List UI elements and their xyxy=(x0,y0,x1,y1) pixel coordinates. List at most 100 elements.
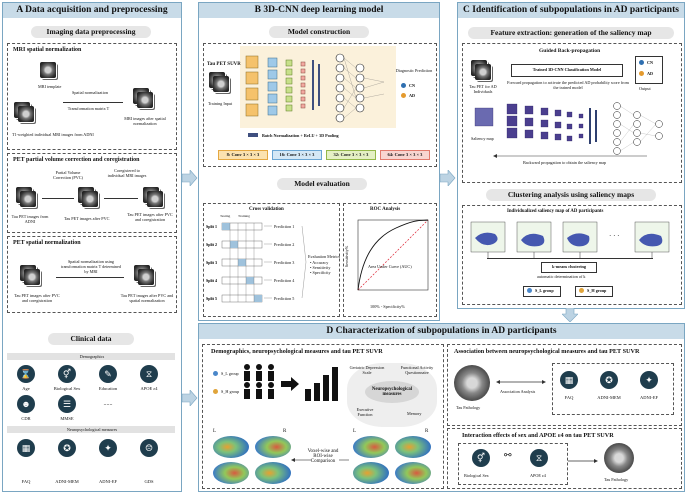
out-ad-dot xyxy=(639,71,644,76)
mmse-label: MMSE xyxy=(60,416,74,421)
panel-d-title: D Characterization of subpopulations in … xyxy=(199,324,684,339)
petsn-out-image-2 xyxy=(138,269,154,285)
pvc-arrow-2 xyxy=(104,198,138,199)
svg-text:Split 5: Split 5 xyxy=(206,296,217,301)
inter-arrow xyxy=(568,459,598,463)
assoc-section: Association between neuropsychological m… xyxy=(447,344,682,426)
spatial-norm-label: Spatial normalization xyxy=(72,90,108,95)
d-mem-icon: ✪ xyxy=(600,371,618,389)
legend-label: Batch Normalization + ReLU + 3D Pooling xyxy=(262,133,339,138)
measures-box xyxy=(552,363,674,415)
age-label: Age xyxy=(22,386,30,391)
panel-b-title: B 3D-CNN deep learning model xyxy=(199,3,439,18)
tau-brain-img-2 xyxy=(604,443,634,473)
roc-plot xyxy=(357,219,429,291)
input-image-2 xyxy=(213,76,229,92)
training-input-label: Training Input xyxy=(208,101,233,106)
d-sl-label: S_L group xyxy=(221,371,239,376)
gds-icon: ☹ xyxy=(140,439,158,457)
faq-text: Functional Activity Questionnaire xyxy=(400,365,434,375)
metrics-title: Evaluation Metrics xyxy=(308,254,340,259)
assoc-arrow xyxy=(496,380,546,384)
petsn-desc: Spatial normalization using transformati… xyxy=(61,259,121,274)
svg-text:Split 3: Split 3 xyxy=(206,260,217,265)
d-sh-label: S_H group xyxy=(221,389,240,394)
out-cn-dot xyxy=(639,60,644,65)
testing-label: Testing xyxy=(220,214,231,218)
roc-ylabel: Sensitivity% xyxy=(344,245,350,268)
panel-c-title: C Identification of subpopulations in AD… xyxy=(458,3,684,18)
panel-c: C Identification of subpopulations in AD… xyxy=(457,2,685,309)
conv16-label: 16: Conv 3 × 3 × 3 xyxy=(272,150,322,160)
metric-accuracy: • Accuracy xyxy=(310,260,329,265)
saliency-label: Saliency map xyxy=(471,136,494,141)
sl-box xyxy=(523,286,561,297)
pred2: Prediction 2 xyxy=(274,242,295,247)
cn-dot xyxy=(401,83,406,88)
trained-box xyxy=(511,64,623,77)
gds-label: GDS xyxy=(144,479,154,484)
d-mem-label: ADNI-MEM xyxy=(597,395,621,400)
arrow-a-b xyxy=(182,170,198,186)
metric-sensitivity: • Sensitivity xyxy=(310,265,331,270)
kmeans-label: k-means clustering xyxy=(552,264,586,269)
imaging-title: Imaging data preprocessing xyxy=(31,26,151,38)
coreg-label: Coregistered to individual MRI images xyxy=(107,168,147,178)
construction-section: Tau PET SUVR Training Input xyxy=(203,43,437,167)
ad-dot xyxy=(401,93,406,98)
pvc-label: Partial Volume Correction (PVC) xyxy=(53,170,83,180)
svg-text:Split 2: Split 2 xyxy=(206,242,217,247)
tau-ad-label: Tau PET for AD Individuals xyxy=(469,84,497,94)
cv-section: Cross validation Testing Training Split … xyxy=(203,203,340,317)
d-sl-dot xyxy=(213,371,218,376)
mri-arrow xyxy=(63,102,123,103)
svg-text:Split 4: Split 4 xyxy=(206,278,217,283)
panel-a-title: A Data acquisition and preprocessing xyxy=(3,3,181,18)
link-icon: ⚯ xyxy=(504,450,512,460)
mem-label: ADNI-MEM xyxy=(55,479,79,484)
demographics-bar xyxy=(7,353,175,360)
cluster-section: Individualized saliency map of AD partic… xyxy=(462,205,682,305)
gbp-title: Guided Back-propagation xyxy=(539,48,601,54)
cdr-label: CDR xyxy=(21,416,31,421)
mem-text: Memory xyxy=(407,411,422,416)
faq-label: FAQ xyxy=(21,479,31,484)
right-R: R xyxy=(425,429,429,434)
assoc-label: Association Analysis xyxy=(500,389,536,394)
petsn-section: PET spatial normalization Spatial normal… xyxy=(7,236,177,313)
biosex-icon: ⚥ xyxy=(472,449,490,467)
pred1: Prediction 1 xyxy=(274,224,295,229)
pred4: Prediction 4 xyxy=(274,278,295,283)
clinical-title: Clinical data xyxy=(48,333,134,345)
out-cn-label: CN xyxy=(647,60,654,65)
sh-box xyxy=(575,286,613,297)
after-coreg-image-2 xyxy=(147,191,163,207)
cnn-layers xyxy=(245,53,385,123)
tau-adni-image-2 xyxy=(20,191,36,207)
education-label: Education xyxy=(98,386,118,391)
apoe-label: APOE ε4 xyxy=(140,386,158,391)
output-box xyxy=(635,56,663,84)
arrow-b-c xyxy=(440,170,456,186)
inter-title: Interaction effects of sex and APOE ε4 o… xyxy=(462,432,614,439)
mri-after-image-2 xyxy=(137,92,153,108)
feature-section: Guided Back-propagation Tau PET for AD I… xyxy=(462,43,682,183)
output-label: Output xyxy=(639,86,651,91)
ad-label: AD xyxy=(409,93,416,98)
d-faq-icon: ▦ xyxy=(560,371,578,389)
roc-title: ROC Analysis xyxy=(370,207,401,212)
conv8-label: 8: Conv 3 × 3 × 3 xyxy=(218,150,268,160)
sex-icon: ⚥ xyxy=(58,365,76,383)
people-and-bars xyxy=(244,364,338,401)
sl-label: S_L group xyxy=(535,288,554,293)
pvc-arrow-1 xyxy=(42,198,74,199)
construction-title: Model construction xyxy=(269,26,369,38)
demo-section: Demographics, neuropsychological measure… xyxy=(202,344,444,489)
ef-label: ADNI-EF xyxy=(99,479,117,484)
mri-title: MRI spatial normalization xyxy=(13,47,82,53)
exec-text: Executive Function xyxy=(356,407,374,417)
apoe-label: APOE ε4 xyxy=(530,473,546,478)
metric-specificity: • Specificity xyxy=(310,270,331,275)
d-faq-label: FAQ xyxy=(564,395,574,400)
